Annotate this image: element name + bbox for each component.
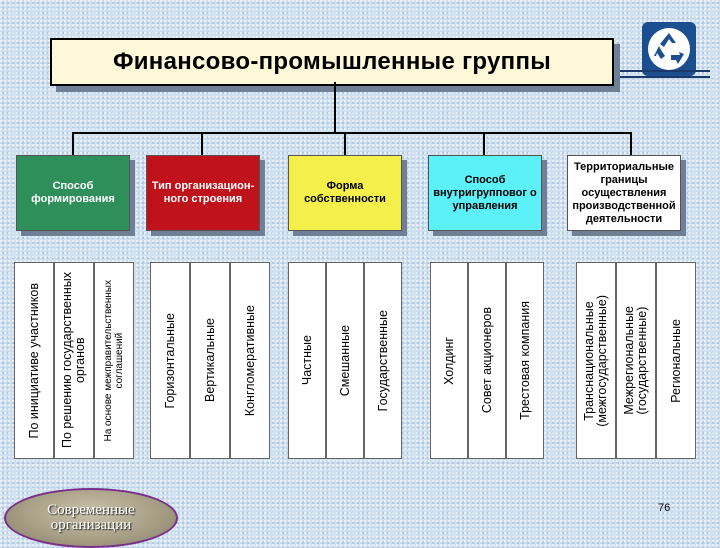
item-label: Горизонтальные	[162, 312, 177, 409]
list-item: На основе межправительственных соглашени…	[94, 262, 134, 459]
connector-drop-3	[344, 132, 346, 155]
item-label: Вертикальные	[202, 318, 217, 403]
list-item: Горизонтальные	[150, 262, 190, 459]
category-formation-method: Способ формирования	[16, 155, 130, 231]
item-label: Холдинг	[441, 336, 456, 385]
page-number: 76	[658, 502, 671, 514]
item-label: Государственные	[375, 309, 390, 412]
item-label: Трестовая компания	[517, 301, 532, 420]
page-title: Финансово-промышленные группы	[112, 48, 552, 75]
list-item: Межрегиональные (государственные)	[616, 262, 656, 459]
modern-organizations-badge: Современные организации	[4, 488, 178, 548]
list-item: Региональные	[656, 262, 696, 459]
recycle-icon	[642, 22, 696, 76]
list-item: Трестовая компания	[506, 262, 544, 459]
connector-drop-5	[630, 132, 632, 155]
item-label: Частные	[299, 335, 314, 386]
connector-bus	[72, 132, 632, 134]
category-management-method: Способ внутригрупповог о управления	[428, 155, 542, 231]
category-label: Тип организацион-ного строения	[151, 180, 255, 205]
list-item: Конгломеративные	[230, 262, 270, 459]
logo-lines	[620, 70, 710, 82]
item-label: По инициативе участников	[26, 282, 41, 439]
list-item: Смешанные	[326, 262, 364, 459]
list-item: Транснациональные (межгосударственные)	[576, 262, 616, 459]
category-label: Территориальные границы осуществления пр…	[572, 160, 676, 225]
category-label: Способ формирования	[31, 180, 115, 205]
item-label: Совет акционеров	[479, 307, 494, 414]
category-territorial-boundaries: Территориальные границы осуществления пр…	[567, 155, 681, 231]
list-item: Частные	[288, 262, 326, 459]
title-box: Финансово-промышленные группы	[50, 38, 614, 86]
column-management-method: Холдинг Совет акционеров Трестовая компа…	[430, 262, 544, 459]
item-label: Транснациональные (межгосударственные)	[582, 294, 609, 427]
list-item: Государственные	[364, 262, 402, 459]
connector-drop-1	[72, 132, 74, 155]
category-label: Форма собственности	[304, 180, 386, 205]
item-label: Конгломеративные	[242, 304, 257, 417]
connector-trunk	[334, 82, 336, 132]
column-territorial-boundaries: Транснациональные (межгосударственные) М…	[576, 262, 696, 459]
item-label: Региональные	[668, 318, 683, 403]
list-item: Вертикальные	[190, 262, 230, 459]
list-item: По решению государственных органов	[54, 262, 94, 459]
connector-drop-2	[201, 132, 203, 155]
category-ownership-form: Форма собственности	[288, 155, 402, 231]
column-ownership-form: Частные Смешанные Государственные	[288, 262, 402, 459]
category-label: Способ внутригрупповог о управления	[433, 173, 537, 212]
item-label: По решению государственных органов	[60, 272, 87, 449]
list-item: Совет акционеров	[468, 262, 506, 459]
modern-organizations-label: Современные организации	[47, 502, 135, 533]
column-organizational-type: Горизонтальные Вертикальные Конгломерати…	[150, 262, 270, 459]
item-label: Межрегиональные (государственные)	[622, 306, 649, 415]
item-label: Смешанные	[337, 324, 352, 397]
list-item: По инициативе участников	[14, 262, 54, 459]
category-organizational-type: Тип организацион-ного строения	[146, 155, 260, 231]
column-formation-method: По инициативе участников По решению госу…	[14, 262, 134, 459]
list-item: Холдинг	[430, 262, 468, 459]
item-label: На основе межправительственных соглашени…	[103, 279, 125, 442]
connector-drop-4	[483, 132, 485, 155]
